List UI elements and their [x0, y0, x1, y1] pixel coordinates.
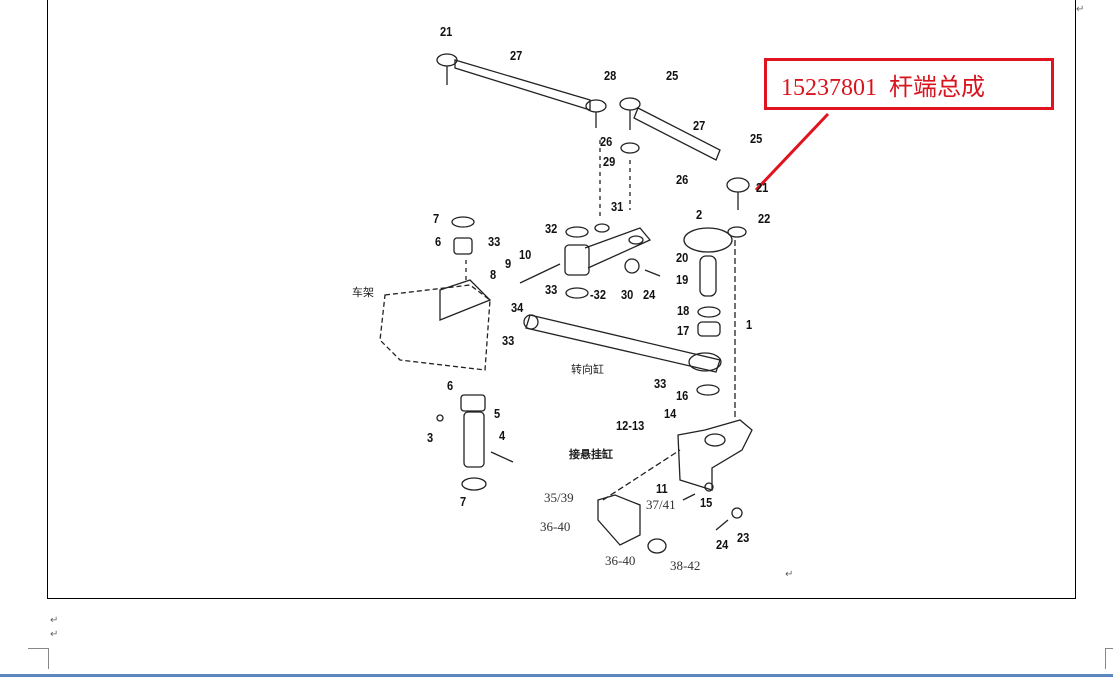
part-number: 11	[656, 481, 668, 496]
part-number: 18	[677, 303, 690, 318]
window-bottom-edge	[0, 674, 1113, 677]
bushing-6	[453, 237, 473, 255]
part-number: 33	[502, 333, 515, 348]
paragraph-mark: ↵	[50, 615, 59, 626]
part-number: 20	[676, 250, 689, 265]
part-number: 26	[600, 134, 613, 149]
part-number: 25	[666, 68, 679, 83]
part-number: 38-42	[670, 558, 701, 573]
part-number: 4	[499, 428, 506, 443]
part-number: 34	[511, 300, 524, 315]
part-number: 3	[427, 430, 434, 445]
part-number: 24	[643, 287, 656, 302]
part-number: 1	[746, 317, 753, 332]
part-number: 5	[494, 406, 501, 421]
cap-7	[451, 216, 475, 228]
suspension-mount	[597, 494, 641, 546]
pin-5	[463, 411, 485, 468]
part-callout-text: 15237801 杆端总成	[781, 74, 985, 101]
steering-cylinder	[523, 314, 722, 373]
part-number: 36-40	[540, 519, 571, 534]
steering-arm-12-13	[677, 419, 753, 491]
part-number: 33	[654, 376, 667, 391]
part-number: 23	[737, 530, 750, 545]
label-frame: 车架	[352, 286, 374, 299]
frame	[379, 284, 491, 371]
page-corner-mark	[28, 648, 49, 669]
part-number: 31	[611, 199, 624, 214]
part-number: 8	[490, 267, 497, 282]
washer-29	[620, 142, 640, 154]
tie-rod-upper	[436, 53, 750, 210]
paragraph-mark: ↵	[50, 629, 59, 640]
part-number: -32	[590, 287, 606, 302]
part-number: 29	[603, 154, 616, 169]
part-number: 16	[676, 388, 689, 403]
part-number: 37/41	[646, 497, 676, 512]
part-number: 33	[545, 282, 558, 297]
part-number: 30	[621, 287, 634, 302]
part-number: 7	[433, 211, 440, 226]
part-number: 27	[510, 48, 523, 63]
label-suspension-cylinder: 接悬挂缸	[569, 448, 613, 461]
part-number: 15	[700, 495, 713, 510]
part-number: 32	[545, 221, 558, 236]
part-number: 24	[716, 537, 729, 552]
part-number: 9	[505, 256, 512, 271]
part-number: 25	[750, 131, 763, 146]
part-number: 35/39	[544, 490, 574, 505]
label-steering-cylinder: 转向缸	[571, 363, 604, 376]
part-callout-box: 15237801 杆端总成	[764, 58, 1054, 110]
part-number: 36-40	[605, 553, 636, 568]
part-number: 28	[604, 68, 617, 83]
cover-20	[683, 227, 733, 253]
paragraph-mark: ↵	[1076, 4, 1085, 15]
part-number: 27	[693, 118, 706, 133]
paragraph-mark: ↵	[785, 569, 794, 580]
page-corner-mark	[1105, 648, 1113, 669]
part-number: 26	[676, 172, 689, 187]
part-number: 6	[435, 234, 442, 249]
part-number: 2	[696, 207, 703, 222]
part-number: 17	[677, 323, 690, 338]
bellcrank-31	[564, 223, 652, 276]
part-number: 14	[664, 406, 677, 421]
ball-stud-19	[699, 255, 717, 297]
part-number: 22	[758, 211, 771, 226]
part-number: 6	[447, 378, 454, 393]
page-border	[47, 0, 1076, 599]
part-number: 21	[440, 24, 453, 39]
part-number: 19	[676, 272, 689, 287]
part-number: 10	[519, 247, 532, 262]
part-number: 7	[460, 494, 467, 509]
part-number: 12-13	[616, 418, 645, 433]
part-number: 33	[488, 234, 501, 249]
part-number: 21	[756, 180, 769, 195]
